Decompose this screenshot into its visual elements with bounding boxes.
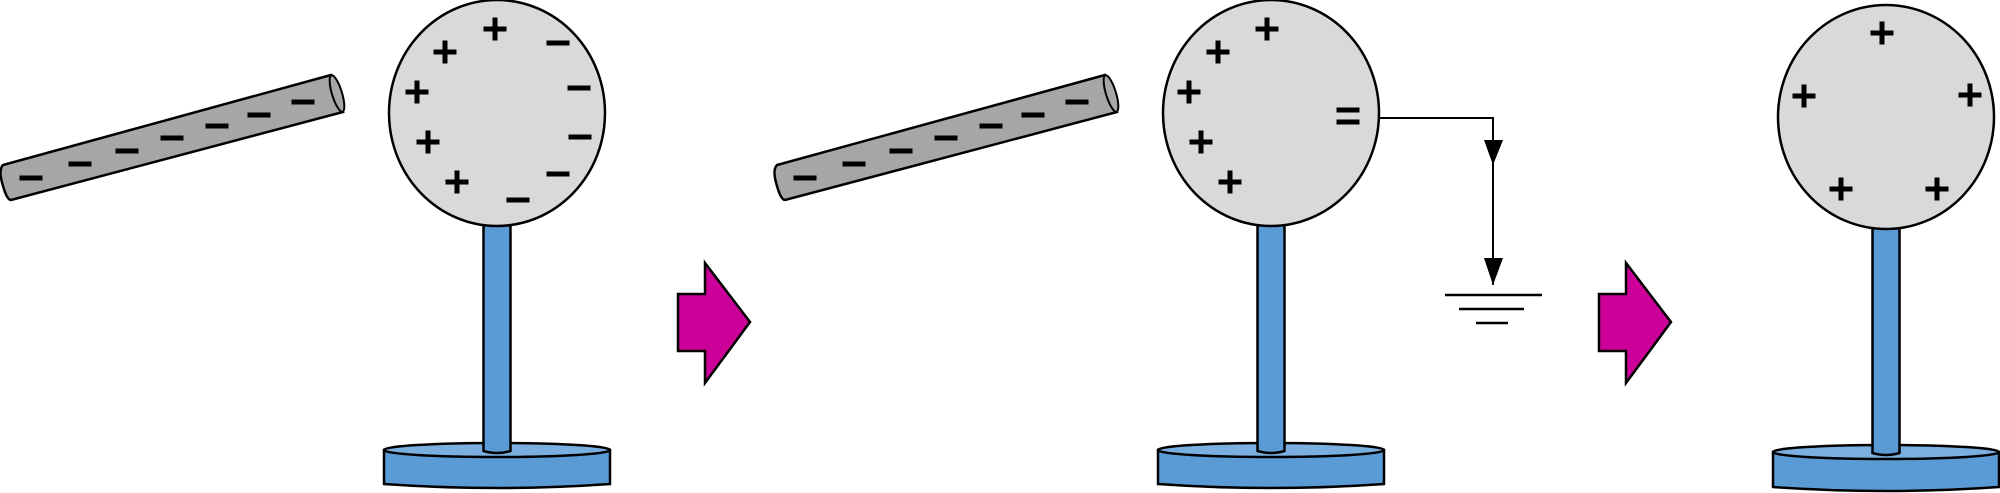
charged-rod: [0, 73, 346, 202]
metal-sphere: [1161, 0, 1381, 228]
insulated-stand: [1156, 0, 1386, 490]
plus-vertical-bar: [1264, 17, 1270, 41]
insulated-stand: [1771, 3, 2000, 493]
stand-base: [1771, 450, 2000, 493]
plus-vertical-bar: [1801, 84, 1807, 108]
plus-vertical-bar: [414, 80, 420, 104]
plus-sign: [1177, 80, 1201, 104]
plus-sign: [416, 130, 440, 154]
plus-vertical-bar: [1227, 170, 1233, 194]
minus-sign: [1336, 119, 1360, 125]
next-step-arrow: [676, 259, 752, 387]
plus-vertical-bar: [454, 170, 460, 194]
plus-sign: [1792, 84, 1816, 108]
minus-sign: [1021, 112, 1045, 118]
minus-sign: [546, 40, 570, 46]
minus-sign: [68, 161, 92, 167]
plus-sign: [433, 40, 457, 64]
minus-sign: [567, 85, 591, 91]
plus-vertical-bar: [492, 17, 498, 41]
plus-sign: [1829, 177, 1853, 201]
plus-sign: [1958, 83, 1982, 107]
plus-vertical-bar: [1967, 83, 1973, 107]
minus-sign: [842, 161, 866, 167]
plus-sign: [1255, 17, 1279, 41]
plus-vertical-bar: [1186, 80, 1192, 104]
stand-pole: [1256, 218, 1286, 455]
minus-sign: [247, 112, 271, 118]
stand-pole: [1871, 223, 1901, 457]
plus-vertical-bar: [1198, 130, 1204, 154]
equals-sign-double-negative: [1336, 107, 1360, 125]
minus-sign: [568, 134, 592, 140]
arrowhead-icon: [1484, 258, 1503, 285]
plus-vertical-bar: [1838, 177, 1844, 201]
minus-sign: [1336, 107, 1360, 113]
plus-vertical-bar: [1934, 177, 1940, 201]
metal-sphere: [1776, 3, 1996, 231]
stand-pole: [482, 218, 512, 455]
charged-rod: [773, 73, 1120, 202]
minus-sign: [934, 135, 958, 141]
minus-sign: [506, 197, 530, 203]
plus-sign: [483, 17, 507, 41]
minus-sign: [979, 123, 1003, 129]
ground-wire: [1379, 117, 1494, 285]
ground-connection: [1379, 117, 1542, 325]
minus-sign: [793, 175, 817, 181]
plus-sign: [1925, 177, 1949, 201]
minus-sign: [205, 123, 229, 129]
plus-sign: [1218, 170, 1242, 194]
insulated-stand: [382, 0, 612, 490]
next-step-arrow: [1597, 259, 1673, 387]
plus-sign: [405, 80, 429, 104]
minus-sign: [19, 175, 43, 181]
minus-sign: [889, 148, 913, 154]
plus-vertical-bar: [1879, 21, 1885, 45]
stand-base: [1156, 448, 1386, 490]
rod-end: [1102, 74, 1120, 113]
plus-vertical-bar: [1215, 40, 1221, 64]
plus-vertical-bar: [442, 40, 448, 64]
plus-sign: [1206, 40, 1230, 64]
minus-sign: [291, 99, 315, 105]
stand-base: [382, 448, 612, 490]
minus-sign: [115, 148, 139, 154]
minus-sign: [1065, 99, 1089, 105]
plus-vertical-bar: [425, 130, 431, 154]
arrowhead-icon: [1484, 140, 1503, 165]
minus-sign: [160, 135, 184, 141]
rod-end: [328, 74, 346, 113]
plus-sign: [1870, 21, 1894, 45]
plus-sign: [1189, 130, 1213, 154]
minus-sign: [546, 171, 570, 177]
plus-sign: [445, 170, 469, 194]
